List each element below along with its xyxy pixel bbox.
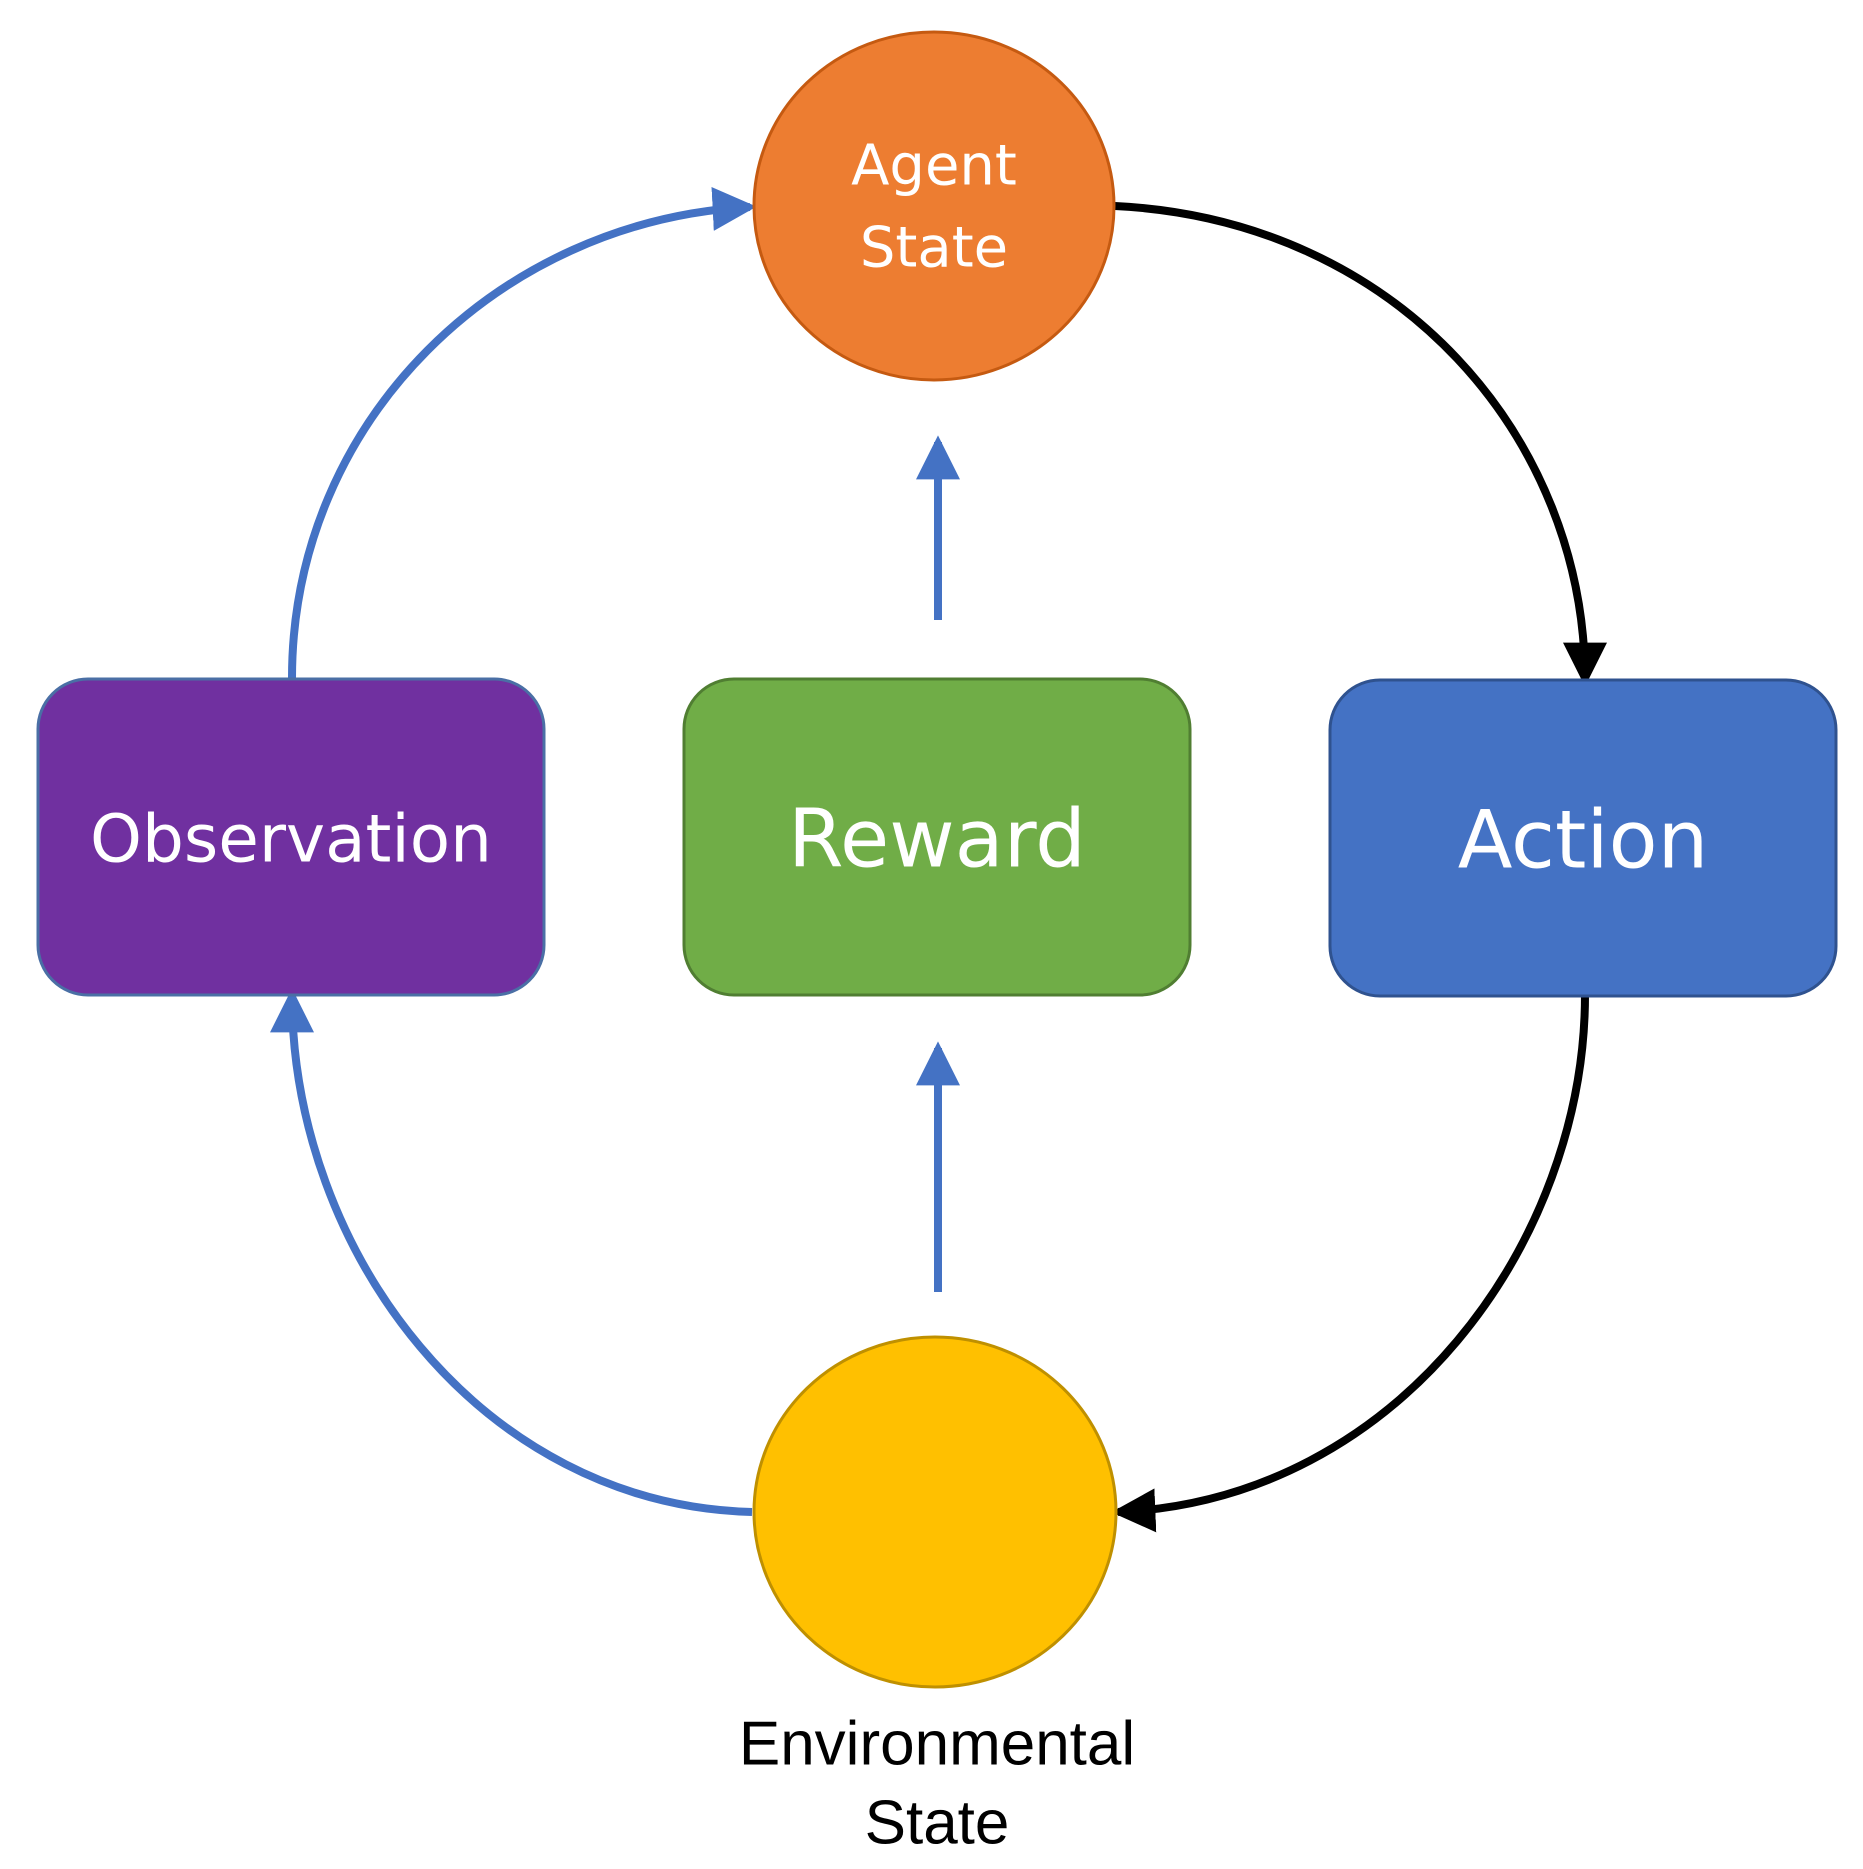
reward-box <box>682 677 1192 997</box>
action-node: Action <box>1328 678 1838 998</box>
arrow-agent-state-to-action <box>1114 202 1607 687</box>
action-label: Action <box>1458 794 1709 887</box>
observation-box <box>36 677 546 997</box>
agent-state-node: Agent State <box>752 30 1116 382</box>
environmental-state-node <box>752 1335 1118 1689</box>
environmental-state-caption-line2: State <box>865 1789 1010 1858</box>
agent-state-circle <box>752 30 1116 382</box>
environmental-state-caption-line1: Environmental <box>739 1710 1135 1779</box>
arrow-action-to-environmental-state <box>1111 994 1589 1533</box>
agent-state-label-line2: State <box>860 216 1008 281</box>
observation-label: Observation <box>90 801 492 878</box>
reward-label: Reward <box>788 793 1086 886</box>
arrow-observation-to-agent-state <box>288 187 757 679</box>
observation-node: Observation <box>36 677 546 997</box>
action-box <box>1328 678 1838 998</box>
arrow-environmental-state-to-observation <box>270 988 753 1516</box>
environmental-state-circle <box>752 1335 1118 1689</box>
agent-state-label-line1: Agent <box>851 134 1017 199</box>
reward-node: Reward <box>682 677 1192 997</box>
